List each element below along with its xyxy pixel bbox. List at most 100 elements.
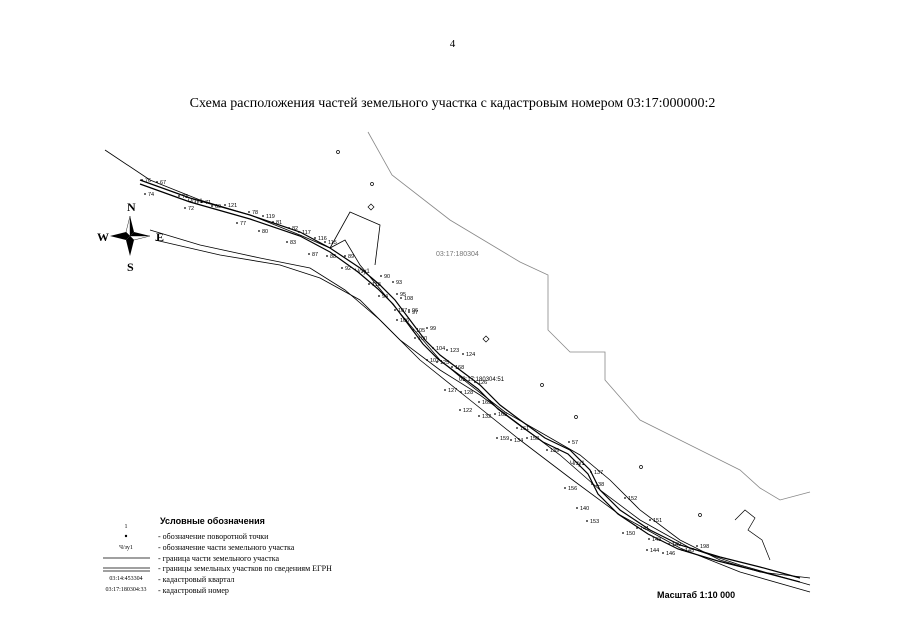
turning-point xyxy=(436,361,438,363)
point-label: 69 xyxy=(215,204,221,210)
turning-point xyxy=(462,353,464,355)
point-label: 117 xyxy=(302,230,311,236)
point-label: 80 xyxy=(262,229,268,235)
point-label: 102 xyxy=(430,358,439,364)
turning-point xyxy=(494,413,496,415)
compass-n: N xyxy=(127,200,136,214)
turning-point xyxy=(248,211,250,213)
turning-point xyxy=(460,391,462,393)
point-label: 123 xyxy=(450,348,459,354)
point-label: 126 xyxy=(478,380,487,386)
compass-w: W xyxy=(97,230,109,244)
part-corridor-a xyxy=(139,179,801,579)
turning-point xyxy=(681,549,683,551)
turning-point xyxy=(649,519,651,521)
turning-point xyxy=(568,441,570,443)
turning-point xyxy=(400,297,402,299)
turning-point xyxy=(368,283,370,285)
turning-point xyxy=(564,487,566,489)
point-label: 95 xyxy=(400,292,406,298)
turning-point xyxy=(624,497,626,499)
point-label: 108 xyxy=(404,296,413,302)
point-label: 158 xyxy=(530,436,539,442)
point-label: 94 xyxy=(382,294,388,300)
turning-point xyxy=(178,195,180,197)
legend-title: Условные обозначения xyxy=(160,516,265,526)
turning-point xyxy=(412,329,414,331)
point-label: 105 xyxy=(416,328,425,334)
point-label: 57 xyxy=(572,440,578,446)
point-label: 87 xyxy=(312,252,318,258)
point-label: 76 xyxy=(145,178,151,184)
turning-point xyxy=(141,179,143,181)
point-label: 132 xyxy=(482,414,491,420)
turning-point xyxy=(286,241,288,243)
point-label: 67 xyxy=(160,180,166,186)
turning-point xyxy=(314,237,316,239)
part-corridor-b xyxy=(139,183,801,583)
point-label: 163 xyxy=(498,412,507,418)
turning-point xyxy=(662,552,664,554)
document-title: Схема расположения частей земельного уча… xyxy=(189,96,716,111)
legend-item-part: - обозначение части земельного участка xyxy=(158,543,295,552)
point-label: 81 xyxy=(276,220,282,226)
point-label: 90 xyxy=(384,274,390,280)
turning-point xyxy=(344,255,346,257)
point-label: 137 xyxy=(594,470,603,476)
point-label: 159 xyxy=(500,436,509,442)
turning-point xyxy=(474,381,476,383)
point-label: 121 xyxy=(228,203,237,209)
legend-item-point: - обозначение поворотной точки xyxy=(158,532,269,541)
turning-point xyxy=(258,230,260,232)
point-label: 150 xyxy=(626,531,635,537)
point-label: 89 xyxy=(348,254,354,260)
point-label: 151 xyxy=(653,518,662,524)
turning-point xyxy=(446,349,448,351)
point-label: 141 xyxy=(640,526,649,532)
turning-point xyxy=(426,359,428,361)
point-label: 73 xyxy=(182,194,188,200)
point-label: 122 xyxy=(463,408,472,414)
point-label: 82 xyxy=(292,226,298,232)
land-boundary-edge xyxy=(149,229,811,593)
turning-point xyxy=(408,309,410,311)
turning-point xyxy=(396,319,398,321)
turning-point xyxy=(236,222,238,224)
compass-e: E xyxy=(156,230,165,244)
point-label: 152 xyxy=(628,496,637,502)
map-scale: Масштаб 1:10 000 xyxy=(657,590,736,600)
point-label: 78 xyxy=(252,210,258,216)
small-lot xyxy=(734,509,771,561)
turning-point xyxy=(211,205,213,207)
point-label: 72 xyxy=(188,206,194,212)
turning-point xyxy=(408,311,410,313)
turning-point xyxy=(326,255,328,257)
point-label: 118 xyxy=(372,282,381,288)
turning-point xyxy=(451,366,453,368)
quarter-boundary xyxy=(367,131,811,501)
point-label: 156 xyxy=(568,486,577,492)
legend-symbol-part: Ч/зу1 xyxy=(119,545,133,551)
turning-point xyxy=(394,309,396,311)
legend-point-symbol xyxy=(124,534,128,538)
point-label: 124 xyxy=(466,352,475,358)
turning-point xyxy=(144,193,146,195)
turning-point xyxy=(586,520,588,522)
land-boundary-north xyxy=(104,149,811,579)
turning-point xyxy=(378,295,380,297)
turning-point xyxy=(298,231,300,233)
point-label: 92 xyxy=(345,266,351,272)
turning-point xyxy=(262,215,264,217)
turning-point xyxy=(184,207,186,209)
turning-point xyxy=(478,415,480,417)
quarter-label: 03:17:180304 xyxy=(436,251,479,258)
turning-point xyxy=(432,347,434,349)
legend-symbol-point: 1 xyxy=(124,524,128,530)
point-label: 107 xyxy=(398,308,407,314)
point-label: 104 xyxy=(436,346,445,352)
turning-point xyxy=(622,532,624,534)
point-label: 165 xyxy=(482,400,491,406)
markers xyxy=(336,150,702,517)
point-label: 146 xyxy=(666,551,675,557)
